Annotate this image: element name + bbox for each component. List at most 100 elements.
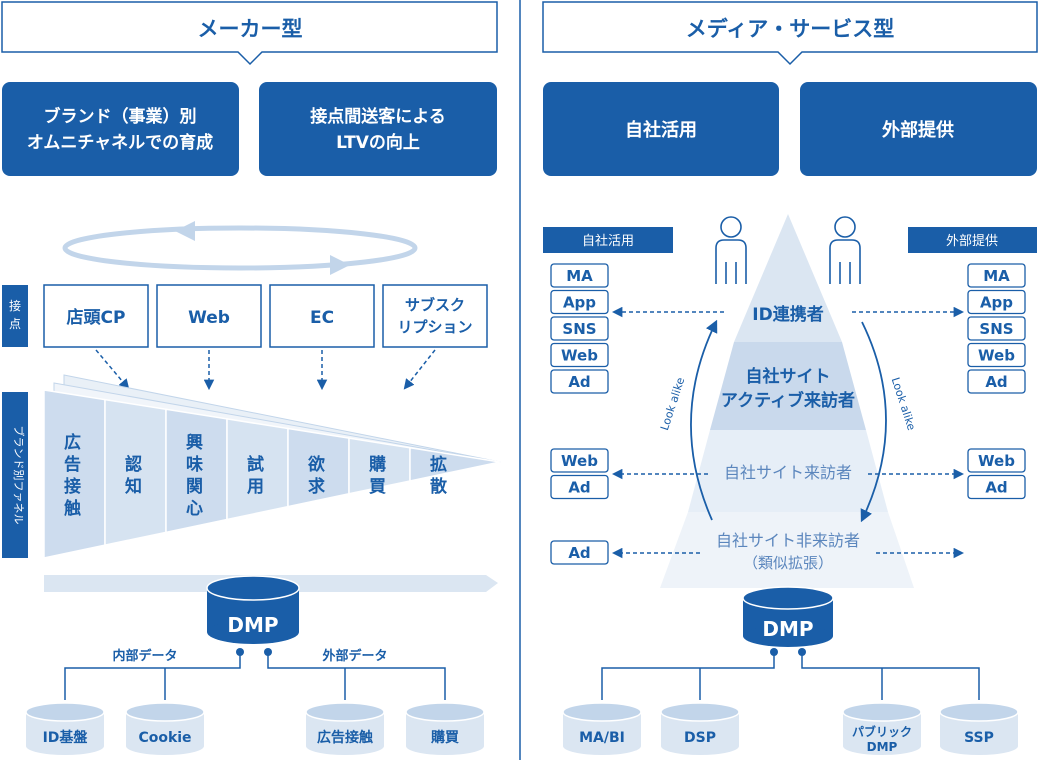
funnel-segment-char: 広 <box>64 432 81 453</box>
person-icon-left <box>715 216 747 284</box>
funnel-segment-char: 触 <box>63 498 81 519</box>
funnel-segment-char: 買 <box>369 477 386 497</box>
own-channel-box-label: SNS <box>562 320 596 338</box>
ext-channel-box-label: Ad <box>985 479 1007 497</box>
funnel-segment-char: 味 <box>186 454 203 475</box>
left-external-line <box>267 652 446 700</box>
source-label: DSP <box>684 730 716 746</box>
touchpoint-subscription-line-2: リプション <box>397 318 472 336</box>
right-source-cylinder: MA/BI <box>562 702 642 755</box>
funnel-segment-char: 試 <box>247 454 264 475</box>
touchpoint-subscription-line-1: サブスク <box>405 296 465 314</box>
funnel-label-bar <box>2 392 28 558</box>
right-panel: メディア・サービス型 自社活用 外部提供 自社活用 外部提供 ID連携者 自社サ… <box>542 1 1038 755</box>
cycle-arrow-top <box>175 221 195 241</box>
lookalike-arrow-right <box>860 321 887 523</box>
left-source-cylinder: 広告接触 <box>305 702 385 755</box>
own-channel-box-label: Ad <box>568 479 590 497</box>
ext-channel-box-label: MA <box>983 267 1010 285</box>
funnel-segment-char: 拡 <box>430 454 447 475</box>
left-source-cylinder: ID基盤 <box>25 702 105 755</box>
left-goal-1-line-2: オムニチャネルでの育成 <box>27 132 213 153</box>
pyramid-tier-1 <box>734 214 842 342</box>
funnel-segment-char: 関 <box>186 477 203 497</box>
own-channel-box-label: Web <box>561 347 598 365</box>
touch-label-1: 接 <box>9 298 21 313</box>
arrow-store-to-funnel <box>95 349 130 390</box>
ext-channel-box <box>967 342 1026 368</box>
funnel-segment-char: 知 <box>124 476 142 497</box>
funnel-segment-char: 心 <box>186 499 203 519</box>
lookalike-label-right: Look alike <box>889 376 918 432</box>
left-panel: メーカー型 ブランド（事業）別 オムニチャネルでの育成 接点間送客による LTV… <box>1 1 501 755</box>
right-dmp-label: DMP <box>762 617 813 641</box>
ext-channel-box <box>967 289 1026 315</box>
right-right-connector <box>801 652 980 700</box>
pyramid-id-linked: ID連携者 <box>752 304 823 325</box>
funnel-segment-char: 欲 <box>307 454 325 475</box>
lookalike-label-left: Look alike <box>658 376 687 432</box>
source-label: Cookie <box>138 730 191 746</box>
own-channel-box-label: App <box>563 294 596 312</box>
pyramid-active-line-2: アクティブ来訪者 <box>721 390 855 411</box>
left-goal-2-line-1: 接点間送客による <box>310 106 446 127</box>
right-title: メディア・サービス型 <box>686 17 895 41</box>
own-channel-box-label: Ad <box>568 544 590 562</box>
ext-channel-box-label: App <box>980 294 1013 312</box>
own-channel-box <box>550 540 609 565</box>
funnel-label: ブランド別ファネル <box>12 426 26 525</box>
ext-channel-box <box>967 474 1026 500</box>
lookalike-arrow-left <box>690 319 718 521</box>
ext-channel-box-label: Web <box>978 347 1015 365</box>
ext-channel-box <box>967 316 1026 341</box>
external-data-label: 外部データ <box>321 648 387 664</box>
own-channel-box-label: MA <box>566 267 593 285</box>
funnel-segment-char: 興 <box>186 432 203 453</box>
pyramid-tier-2 <box>710 342 866 430</box>
own-channel-box <box>550 316 609 341</box>
source-label: SSP <box>964 730 994 746</box>
touchpoint-web <box>156 284 262 348</box>
own-channel-box <box>550 342 609 368</box>
tag-own-use <box>543 227 673 253</box>
funnel-segment-char: 用 <box>247 477 264 497</box>
left-source-cylinder: 購買 <box>405 702 485 755</box>
funnel-segment-char: 接 <box>64 476 81 497</box>
pyramid-tier-4 <box>660 512 914 588</box>
left-title-callout <box>1 1 498 66</box>
source-label: MA/BI <box>579 730 625 746</box>
left-title: メーカー型 <box>198 17 303 41</box>
cycle-arrow-bottom <box>330 255 350 275</box>
funnel-segment-char: 求 <box>308 476 325 497</box>
ext-channel-box-label: Web <box>978 452 1015 470</box>
own-channel-box <box>550 448 609 473</box>
right-goal-2: 外部提供 <box>882 119 954 141</box>
right-goal-box-2 <box>800 82 1037 176</box>
ext-channel-box <box>967 448 1026 473</box>
internal-data-label: 内部データ <box>112 648 177 664</box>
own-channel-box <box>550 289 609 315</box>
person-icon-right <box>829 216 861 284</box>
left-source-cylinder: Cookie <box>125 702 205 755</box>
funnel-segment-char: 認 <box>125 454 142 475</box>
own-channel-box-label: Web <box>561 452 598 470</box>
source-label: 購買 <box>430 729 460 746</box>
left-goal-box-2 <box>259 82 497 176</box>
touchpoint-store-cp <box>43 284 149 348</box>
left-dmp-cylinder: DMP <box>206 575 300 644</box>
tag-external-label: 外部提供 <box>946 233 998 249</box>
left-internal-line <box>64 652 241 700</box>
pyramid-nonvisitors-line-2: （類似拡張） <box>743 554 833 572</box>
pyramid-tier-3 <box>688 430 888 512</box>
touch-label-2: 点 <box>9 317 21 331</box>
arrow-sub-to-funnel <box>403 349 436 390</box>
cycle-ellipse <box>62 225 418 271</box>
own-channel-box <box>550 369 609 394</box>
own-channel-box <box>550 474 609 500</box>
left-dmp-label: DMP <box>227 613 278 637</box>
